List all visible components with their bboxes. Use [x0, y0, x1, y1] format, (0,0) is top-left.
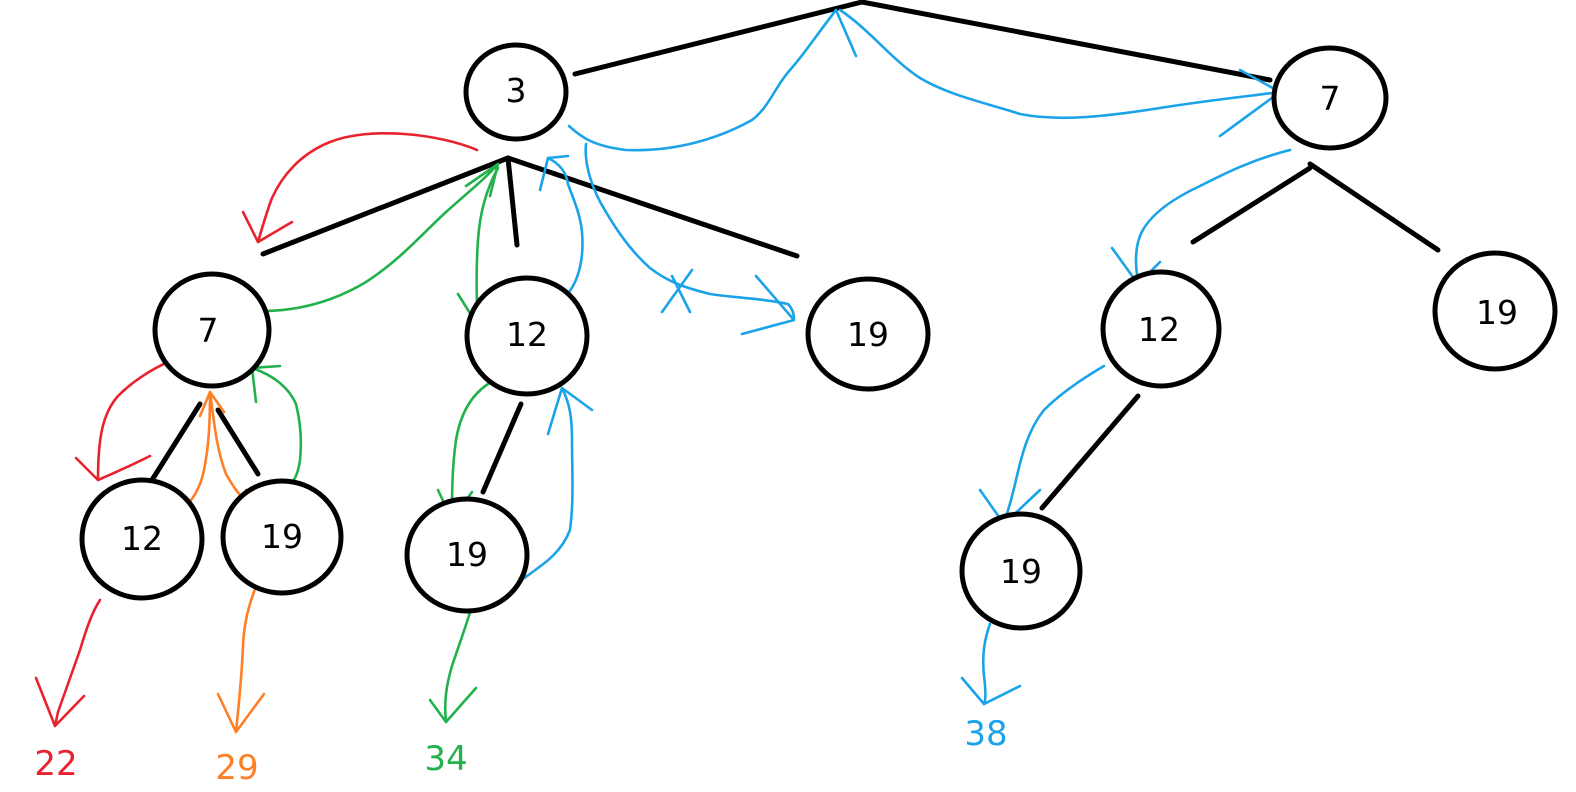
green-path	[250, 162, 502, 724]
node-19-under12: 19	[404, 496, 530, 614]
red-path-stroke-3	[34, 598, 102, 728]
node-19-leftleaf: 19	[220, 478, 344, 596]
red-path	[34, 131, 479, 728]
node-7-right-circle	[1271, 45, 1389, 151]
node-7-left-circle	[152, 271, 272, 389]
node-3-label: 3	[506, 71, 527, 110]
node-7-left-label: 7	[198, 311, 219, 350]
blue-path-stroke-6	[514, 386, 594, 586]
node-19-mid-circle	[805, 276, 931, 392]
blue-path-stroke	[567, 8, 858, 152]
result-green: 34	[424, 739, 467, 779]
node-7-right-label: 7	[1320, 79, 1341, 118]
blue-path-stroke-5	[960, 622, 1022, 706]
node-12-leftleaf-circle	[79, 477, 205, 601]
green-path-stroke-5	[428, 604, 478, 724]
node-19-mid-label: 19	[847, 315, 889, 354]
tree-edges	[149, 0, 1441, 511]
node-19-right-label: 19	[1476, 293, 1518, 332]
edge-3-to-7	[260, 155, 511, 257]
result-blue: 38	[964, 714, 1007, 754]
blue-path-stroke-4	[978, 364, 1106, 526]
edge-root-to-3	[572, 0, 865, 77]
node-12-leftleaf: 12	[79, 477, 205, 601]
red-path-stroke	[241, 131, 479, 244]
node-12-mid-circle	[464, 275, 590, 397]
node-19-rightleaf-circle	[959, 511, 1083, 631]
node-12-right-label: 12	[1138, 310, 1180, 349]
edge-3-to-19	[505, 155, 800, 259]
orange-path-stroke	[171, 390, 260, 517]
node-19-rightleaf-label: 19	[1000, 552, 1042, 591]
blue-path-stroke-2	[838, 8, 1282, 138]
node-3-circle	[463, 42, 569, 142]
blue-path-stroke-8	[584, 142, 796, 336]
edge-12-right-to-19	[1039, 393, 1141, 511]
node-3: 3	[463, 42, 569, 142]
node-19-leftleaf-label: 19	[261, 517, 303, 556]
edge-7-to-12-leaf	[149, 401, 203, 483]
node-12-leftleaf-label: 12	[121, 519, 163, 558]
blue-path-stroke-3	[1110, 148, 1292, 286]
red-path-stroke-2	[74, 356, 181, 482]
blue-path-x-mark	[660, 268, 694, 314]
node-19-rightleaf: 19	[959, 511, 1083, 631]
blue-path-stroke-7	[538, 154, 584, 298]
orange-path	[171, 390, 266, 734]
node-12-mid: 12	[464, 275, 590, 397]
node-19-mid: 19	[805, 276, 931, 392]
edge-3-to-12	[505, 155, 520, 248]
node-7-right: 7	[1271, 45, 1389, 151]
edge-7-to-19-leaf	[215, 407, 261, 477]
result-red: 22	[34, 744, 77, 784]
edge-root-to-7-right	[859, 0, 1273, 83]
tree-nodes: 3 7 7 12 19 12 19 19	[79, 42, 1558, 631]
node-19-right-circle	[1432, 250, 1558, 372]
node-12-mid-label: 12	[506, 315, 548, 354]
node-19-under12-circle	[404, 496, 530, 614]
edge-12-to-19	[480, 401, 524, 495]
green-path-stroke	[254, 162, 500, 313]
edge-7-right-to-12	[1190, 165, 1313, 245]
orange-path-stroke-2	[216, 580, 266, 734]
node-12-right-circle	[1100, 269, 1222, 389]
path-results: 22 29 34 38	[34, 714, 1007, 788]
edge-7-right-to-19	[1307, 161, 1441, 253]
node-19-right: 19	[1432, 250, 1558, 372]
node-7-left: 7	[152, 271, 272, 389]
node-19-under12-label: 19	[446, 535, 488, 574]
node-19-leftleaf-circle	[220, 478, 344, 596]
node-12-right: 12	[1100, 269, 1222, 389]
result-orange: 29	[215, 748, 258, 788]
